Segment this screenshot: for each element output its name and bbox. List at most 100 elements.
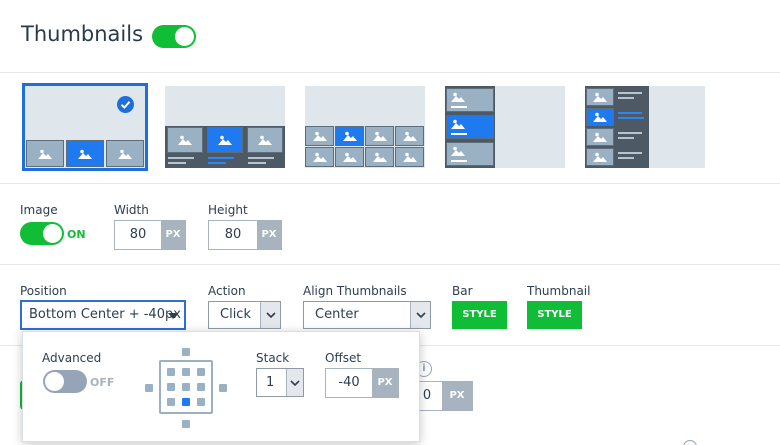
- caption-line: [618, 157, 634, 159]
- thumb-tile: [395, 126, 424, 146]
- position-cell[interactable]: [197, 383, 205, 391]
- bar-label: Bar: [452, 284, 473, 298]
- layout-option-grid[interactable]: [305, 86, 425, 168]
- position-select[interactable]: Bottom Center + -40px: [20, 300, 186, 330]
- position-cell[interactable]: [197, 368, 205, 376]
- caption-line: [618, 97, 634, 99]
- align-label: Align Thumbnails: [303, 284, 407, 298]
- width-label: Width: [114, 203, 149, 217]
- selected-check-icon: [117, 96, 134, 113]
- image-label: Image: [20, 203, 58, 217]
- position-value: Bottom Center + -40px: [29, 307, 181, 322]
- thumb-tile-active: [66, 140, 104, 167]
- image-icon: [402, 131, 417, 141]
- position-handle-right[interactable]: [219, 384, 227, 392]
- caption-line: [618, 152, 642, 154]
- width-unit: PX: [161, 221, 185, 249]
- stack-label: Stack: [256, 351, 290, 365]
- position-cell[interactable]: [197, 398, 205, 406]
- image-icon: [451, 119, 465, 129]
- caption-line: [248, 157, 274, 159]
- caption-line: [248, 162, 266, 164]
- align-arrow: [410, 302, 430, 328]
- image-icon: [342, 152, 357, 162]
- position-cell[interactable]: [182, 368, 190, 376]
- hidden-field-value: 0: [422, 388, 432, 403]
- thumb-tile-active: [207, 127, 243, 153]
- width-field[interactable]: 80 PX: [114, 220, 186, 250]
- image-icon: [218, 135, 232, 145]
- caption-line: [618, 132, 642, 134]
- action-select[interactable]: Click: [208, 301, 281, 329]
- layout-option-bottom[interactable]: [22, 83, 148, 171]
- thumbnails-toggle[interactable]: [152, 25, 196, 48]
- height-field[interactable]: 80 PX: [208, 220, 282, 250]
- chevron-down-icon: [266, 312, 276, 318]
- action-label: Action: [208, 284, 246, 298]
- image-icon: [258, 135, 272, 145]
- image-icon: [593, 152, 607, 162]
- thumb-tile: [586, 88, 614, 106]
- toggle-knob: [45, 372, 64, 391]
- position-cell[interactable]: [167, 398, 175, 406]
- position-handle-bottom[interactable]: [182, 420, 190, 428]
- thumbnail-style-button[interactable]: STYLE: [527, 301, 582, 329]
- caret-down-icon: [168, 313, 178, 319]
- position-cell[interactable]: [182, 383, 190, 391]
- align-value: Center: [315, 307, 359, 322]
- bar-style-button[interactable]: STYLE: [452, 301, 507, 329]
- caption-line: [168, 157, 194, 159]
- thumb-tile: [446, 88, 494, 112]
- caption-line: [618, 92, 642, 94]
- thumb-tile: [106, 140, 144, 167]
- layout-option-bottom-bar[interactable]: [165, 86, 285, 168]
- image-icon: [78, 149, 92, 159]
- position-cell[interactable]: [167, 368, 175, 376]
- advanced-toggle[interactable]: [43, 370, 87, 393]
- thumb-tile: [365, 126, 394, 146]
- thumb-tile-active: [446, 115, 494, 139]
- thumb-tile: [365, 147, 394, 167]
- position-handle-left[interactable]: [145, 384, 153, 392]
- hidden-field-unit: PX: [442, 382, 472, 410]
- caption-line: [451, 160, 467, 162]
- caption-line-active: [618, 117, 644, 119]
- thumb-tile: [335, 147, 364, 167]
- stack-select[interactable]: 1: [256, 368, 304, 397]
- offset-field[interactable]: -40 PX: [325, 368, 399, 398]
- caption-line: [168, 162, 186, 164]
- thumb-tile: [586, 148, 614, 166]
- image-size-section: [0, 184, 780, 265]
- offset-unit: PX: [372, 369, 398, 397]
- align-select[interactable]: Center: [303, 301, 431, 329]
- chevron-down-icon: [416, 312, 426, 318]
- image-icon: [312, 152, 327, 162]
- image-icon: [372, 131, 387, 141]
- position-picker[interactable]: [145, 346, 227, 430]
- image-icon: [593, 112, 607, 122]
- image-icon: [178, 135, 192, 145]
- height-label: Height: [208, 203, 248, 217]
- layout-option-left-bar[interactable]: [585, 86, 705, 168]
- image-icon: [451, 146, 465, 156]
- caption-line: [618, 137, 634, 139]
- action-value: Click: [220, 307, 251, 322]
- image-icon: [372, 152, 387, 162]
- stack-arrow: [286, 369, 303, 396]
- position-handle-top[interactable]: [182, 348, 190, 356]
- position-grid-frame: [159, 360, 213, 414]
- position-cell[interactable]: [167, 383, 175, 391]
- thumb-tile-active: [586, 108, 614, 126]
- advanced-state-label: OFF: [90, 376, 115, 389]
- image-icon: [342, 131, 357, 141]
- thumbnail-label: Thumbnail: [527, 284, 591, 298]
- chevron-down-icon: [290, 380, 300, 386]
- position-cell-selected[interactable]: [182, 398, 190, 406]
- image-toggle[interactable]: [20, 222, 64, 245]
- thumb-tile: [305, 126, 334, 146]
- caption-line-active: [618, 112, 642, 114]
- image-icon: [38, 149, 52, 159]
- thumb-tile-active: [335, 126, 364, 146]
- layout-option-left[interactable]: [445, 86, 565, 168]
- stack-value: 1: [266, 375, 275, 390]
